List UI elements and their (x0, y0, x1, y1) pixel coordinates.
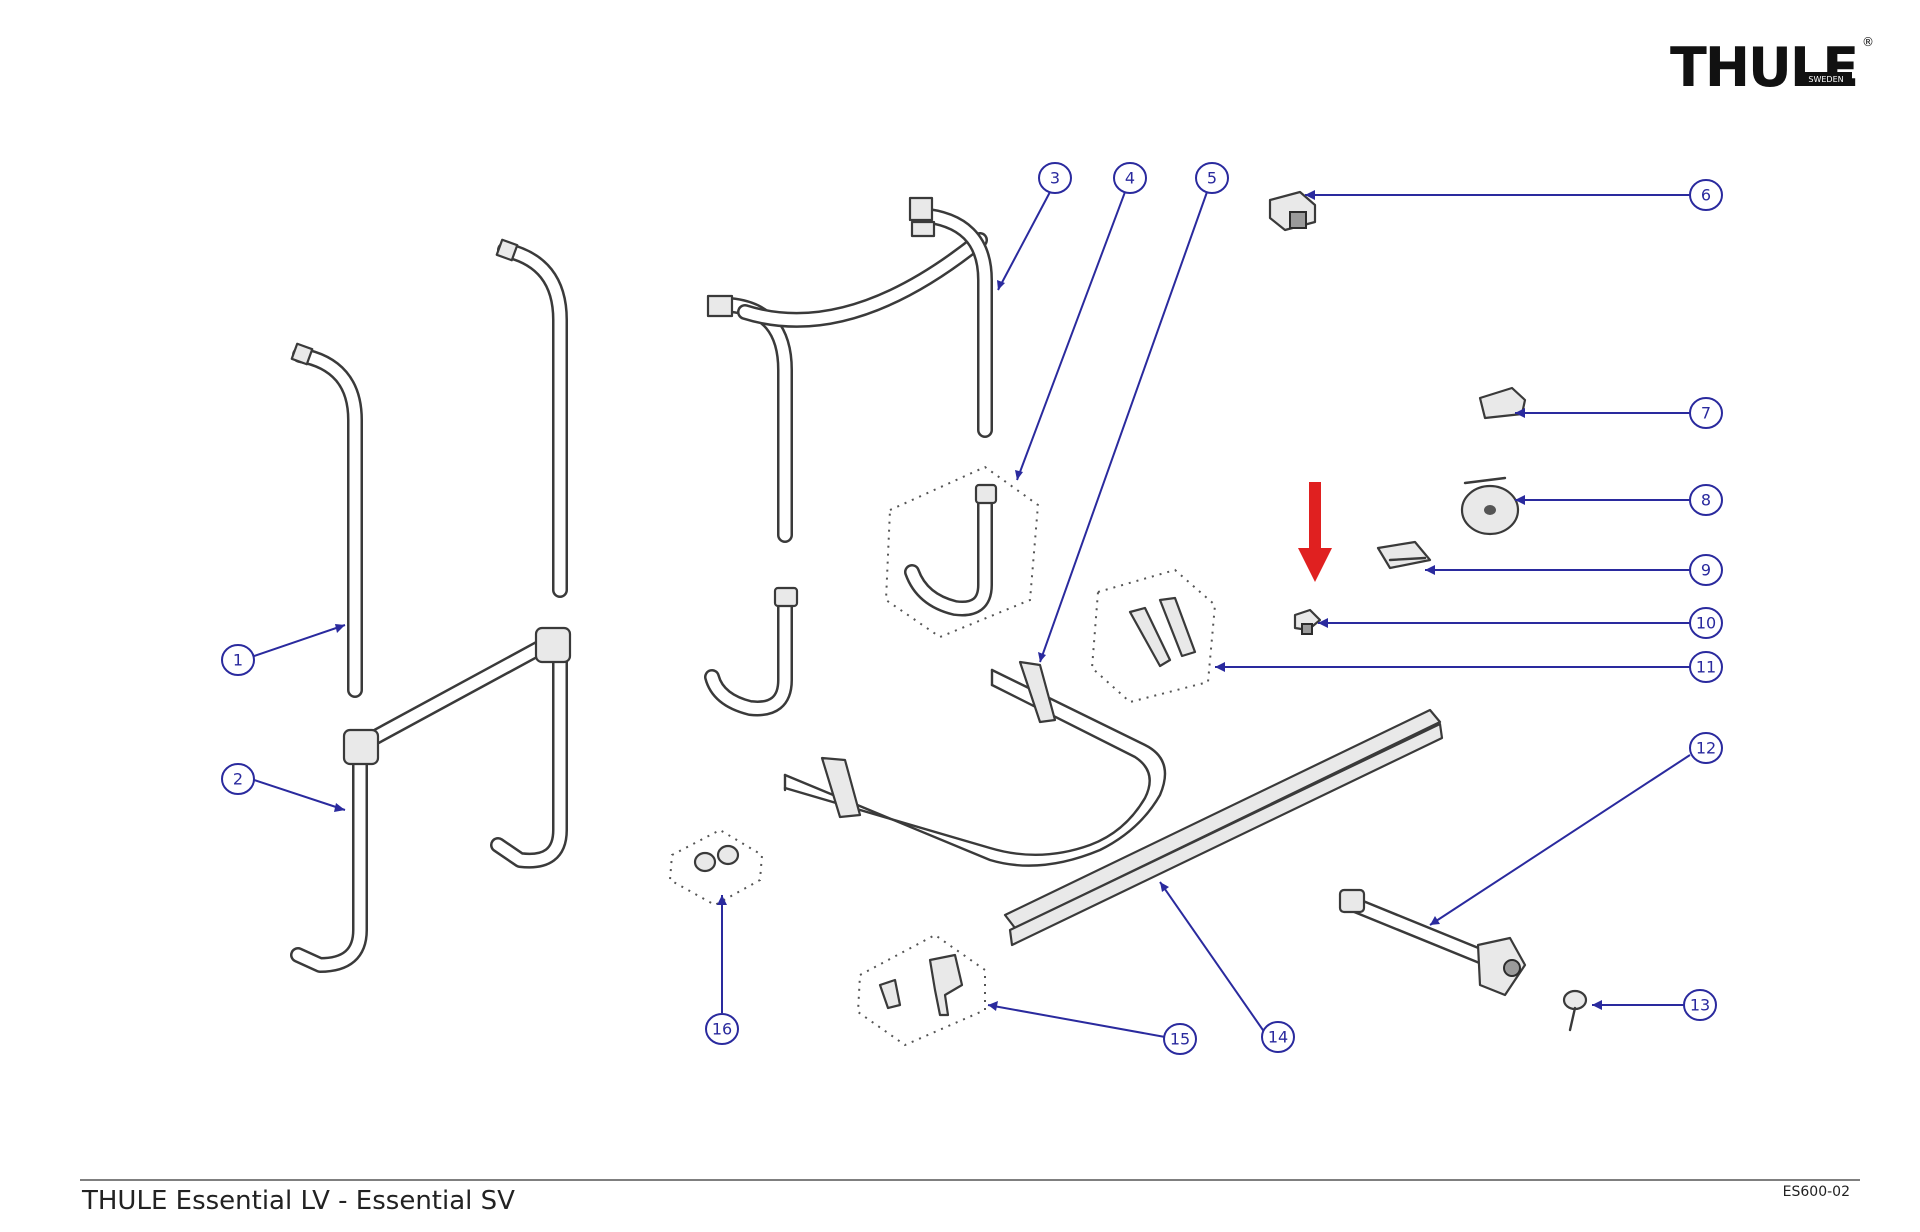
svg-text:14: 14 (1268, 1028, 1288, 1047)
part-10-knob (1293, 608, 1322, 635)
svg-text:16: 16 (712, 1020, 732, 1039)
logo-registered-mark: ® (1862, 35, 1874, 49)
svg-text:12: 12 (1696, 739, 1716, 758)
callout-7: 7 (1689, 397, 1723, 429)
callout-12: 12 (1689, 732, 1723, 764)
part-14-rail (1003, 708, 1444, 947)
part-8-disc (1460, 476, 1520, 536)
svg-text:15: 15 (1170, 1030, 1190, 1049)
part-16-caps-group (668, 828, 764, 907)
part-3-frame (706, 196, 993, 543)
svg-text:10: 10 (1696, 614, 1716, 633)
part-1-tube (290, 342, 363, 698)
svg-text:3: 3 (1050, 169, 1060, 188)
callout-14: 14 (1261, 1021, 1295, 1053)
callout-2: 2 (221, 763, 255, 795)
part-9-clip (1376, 540, 1432, 570)
thule-logo: THULE ® SWEDEN (1670, 35, 1874, 99)
part-4-holder-group (884, 465, 1040, 639)
svg-text:7: 7 (1701, 404, 1711, 423)
footer-code: ES600-02 (1782, 1184, 1850, 1200)
leader-lines (253, 190, 1691, 1038)
callout-13: 13 (1683, 989, 1717, 1021)
callout-9: 9 (1689, 554, 1723, 586)
callout-15: 15 (1163, 1023, 1197, 1055)
part-3-lower-j-tube (704, 586, 799, 717)
part-5-base-frame (783, 660, 1167, 867)
callout-16: 16 (705, 1013, 739, 1045)
svg-text:2: 2 (233, 770, 243, 789)
callout-6: 6 (1689, 179, 1723, 211)
svg-text:6: 6 (1701, 186, 1711, 205)
part-2-frame (290, 626, 572, 973)
callout-1: 1 (221, 644, 255, 676)
svg-text:5: 5 (1207, 169, 1217, 188)
callout-10: 10 (1689, 607, 1723, 639)
logo-text: THULE (1670, 36, 1857, 99)
part-12-arm (1338, 888, 1527, 997)
logo-subtext: SWEDEN (1808, 75, 1843, 84)
svg-text:9: 9 (1701, 561, 1711, 580)
part-7-bracket (1478, 386, 1527, 420)
callout-8: 8 (1689, 484, 1723, 516)
callout-5: 5 (1195, 162, 1229, 194)
svg-text:11: 11 (1696, 658, 1716, 677)
part-13-key (1562, 989, 1588, 1032)
callout-4: 4 (1113, 162, 1147, 194)
footer-title: THULE Essential LV - Essential SV (82, 1186, 515, 1216)
svg-text:1: 1 (233, 651, 243, 670)
part-6-clamp (1268, 190, 1317, 232)
svg-text:4: 4 (1125, 169, 1135, 188)
svg-text:13: 13 (1690, 996, 1710, 1015)
red-down-arrow-icon (1298, 482, 1332, 582)
callout-3: 3 (1038, 162, 1072, 194)
svg-text:8: 8 (1701, 491, 1711, 510)
callout-11: 11 (1689, 651, 1723, 683)
part-15-strap-group (856, 933, 986, 1047)
part-11-holder-group (1090, 568, 1217, 704)
part-2-upper-tube (495, 238, 568, 598)
